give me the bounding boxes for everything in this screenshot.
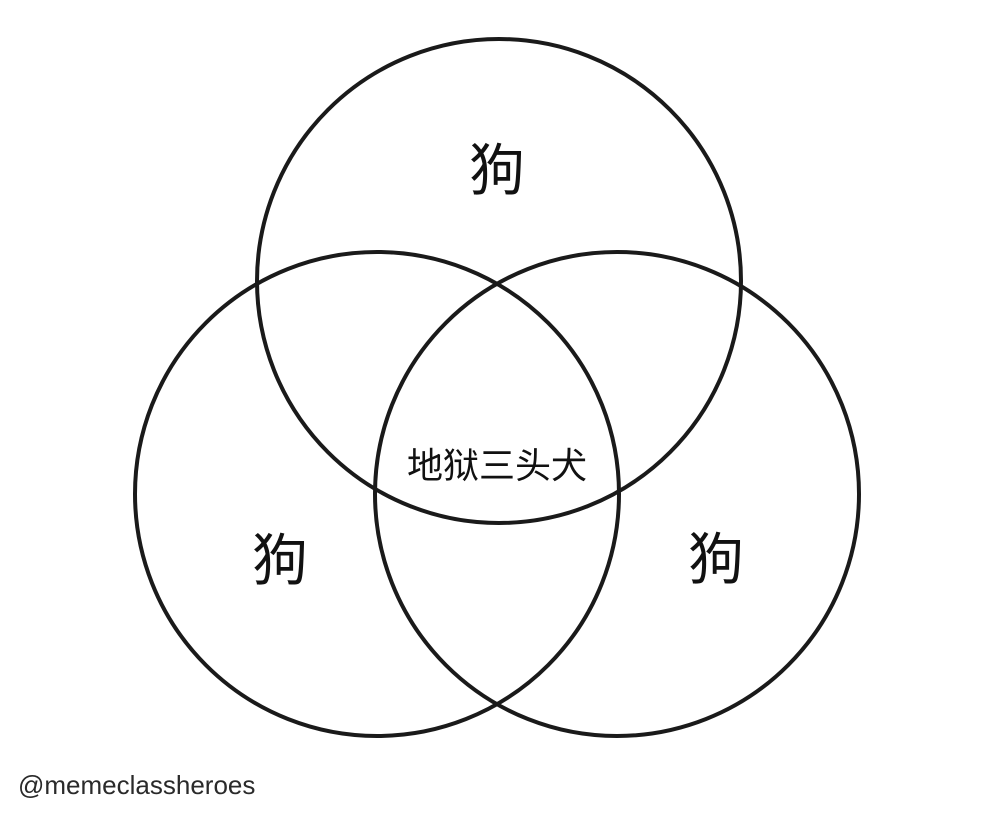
center-region-label: 地狱三头犬 <box>407 446 587 487</box>
right-circle <box>373 250 861 738</box>
left-region-label: 狗 <box>252 529 308 594</box>
left-circle <box>133 250 621 738</box>
watermark-text: @memeclassheroes <box>18 770 256 800</box>
top-label-background <box>432 128 580 210</box>
top-circle <box>255 37 743 525</box>
right-label-background <box>644 516 814 606</box>
right-region-label: 狗 <box>688 528 744 593</box>
top-region-label: 狗 <box>469 139 525 204</box>
left-label-background <box>208 520 356 608</box>
